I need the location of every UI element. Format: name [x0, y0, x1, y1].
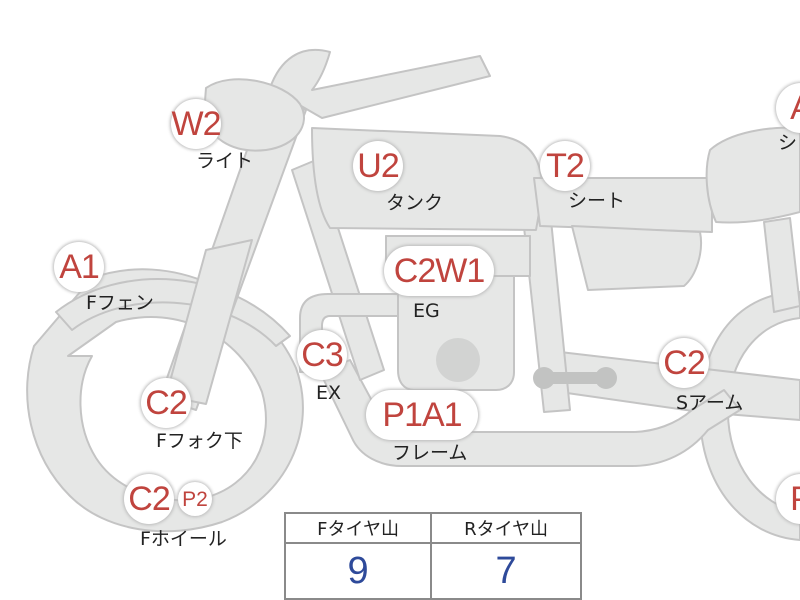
rear-cowl — [705, 126, 800, 224]
rear-tire-value[interactable]: 7 — [430, 542, 582, 600]
part-badge-engine[interactable]: C2W1 — [384, 246, 494, 296]
headlight — [203, 78, 305, 152]
part-badge-tank[interactable]: U2 — [353, 141, 403, 191]
part-sub-code: P2 — [182, 487, 208, 511]
part-code: C2W1 — [393, 252, 485, 290]
part-label-front-fender: Fフェン — [86, 292, 154, 314]
front-tire-value[interactable]: 9 — [283, 542, 433, 600]
part-code: P1A1 — [382, 396, 462, 434]
part-label-front-wheel: Fホイール — [140, 528, 227, 550]
part-badge-exhaust[interactable]: C3 — [297, 330, 347, 380]
handlebar — [269, 48, 491, 119]
table-value-row: 9 7 — [283, 542, 582, 600]
part-badge-front-fender[interactable]: A1 — [54, 242, 104, 292]
part-badge-front-fork[interactable]: C2 — [141, 378, 191, 428]
engine-cover — [436, 338, 480, 382]
part-code: T2 — [546, 147, 585, 185]
part-badge-front-wheel[interactable]: C2 — [124, 474, 174, 524]
part-label-front-fork: Fフォク下 — [156, 430, 243, 452]
rear-shock — [763, 217, 800, 313]
front-tire-header: Fタイヤ山 — [283, 512, 433, 544]
part-code: C2 — [663, 344, 705, 382]
part-code: C3 — [301, 336, 343, 374]
part-badge-front-wheel-sub[interactable]: P2 — [178, 482, 212, 516]
part-label-seat: シート — [568, 190, 626, 212]
part-label-exhaust: EX — [316, 382, 342, 404]
footpeg — [533, 367, 617, 389]
part-code: C2 — [145, 384, 187, 422]
part-code: A — [790, 91, 800, 125]
table-header-row: Fタイヤ山 Rタイヤ山 — [283, 512, 582, 544]
part-label-rear-cowl: シ — [778, 132, 798, 154]
part-badge-swing-arm[interactable]: C2 — [659, 338, 709, 388]
part-label-engine: EG — [413, 300, 440, 322]
fuel-tank — [311, 127, 544, 231]
part-label-frame: フレーム — [392, 442, 468, 464]
part-label-swing-arm: Sアーム — [676, 392, 744, 414]
side-cover — [571, 225, 702, 291]
part-badge-frame[interactable]: P1A1 — [366, 390, 478, 440]
part-code: W2 — [171, 105, 222, 143]
part-code: U2 — [357, 147, 399, 185]
rear-tire-header: Rタイヤ山 — [430, 512, 582, 544]
part-badge-light[interactable]: W2 — [171, 99, 222, 149]
part-code: P — [790, 482, 800, 516]
exhaust-pipe — [299, 293, 405, 373]
part-code: C2 — [128, 480, 170, 518]
part-label-light: ライト — [196, 150, 254, 172]
part-badge-seat[interactable]: T2 — [540, 141, 590, 191]
part-label-tank: タンク — [386, 192, 444, 214]
part-code: A1 — [59, 248, 100, 286]
seat — [533, 177, 713, 233]
tire-tread-table: Fタイヤ山 Rタイヤ山 9 7 — [283, 512, 582, 600]
fork-tube — [165, 239, 253, 405]
